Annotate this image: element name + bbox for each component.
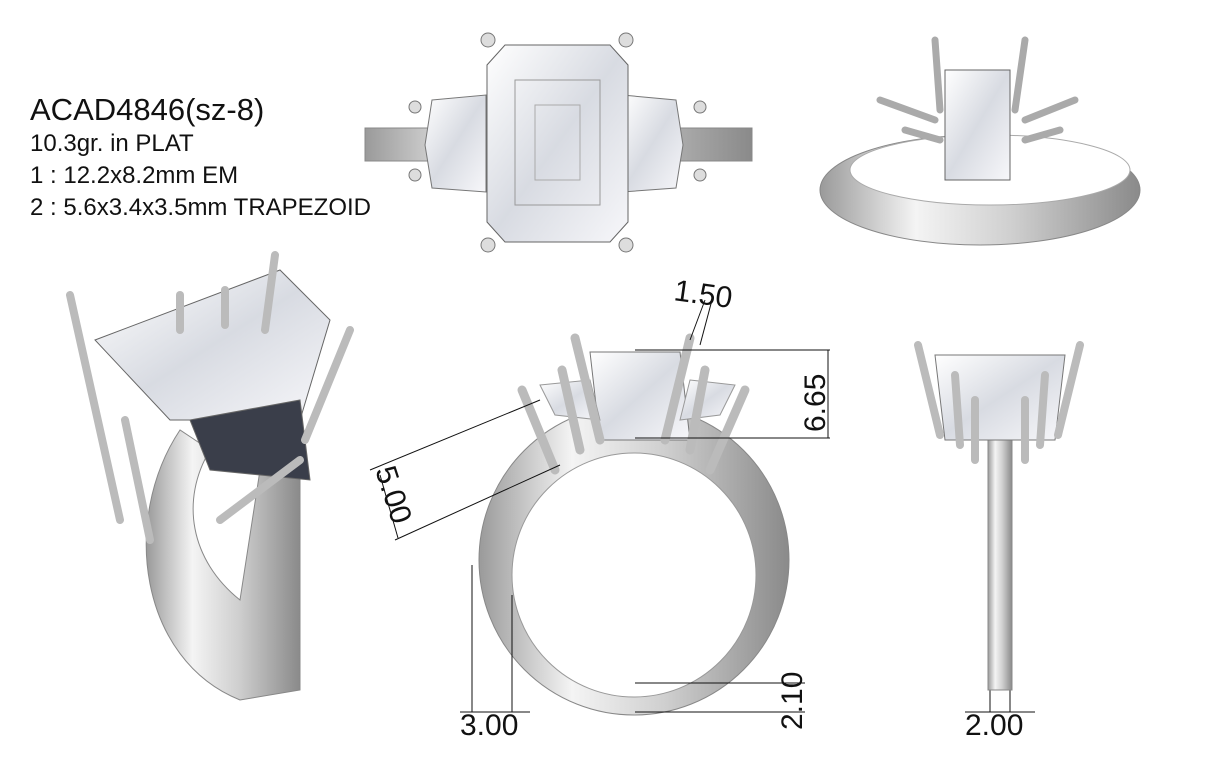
end-view: 2.00 — [914, 341, 1084, 742]
model-title: ACAD4846(sz-8) — [30, 92, 265, 127]
perspective-side-view — [66, 251, 354, 701]
metal-weight: 10.3gr. in PLAT — [30, 130, 194, 157]
side-stone-spec: 2 : 5.6x3.4x3.5mm TRAPEZOID — [30, 194, 372, 221]
dimension-setting-height: 6.65 — [799, 374, 832, 432]
top-view — [364, 32, 753, 253]
dimension-band-side-width: 2.00 — [965, 709, 1023, 742]
dimension-side-height: 5.00 — [368, 462, 417, 528]
dimension-band-thickness: 2.10 — [776, 672, 809, 730]
front-view: 1.50 6.65 5.00 3.00 2.10 — [368, 274, 1035, 742]
dimension-lines — [369, 299, 1035, 713]
center-stone-spec: 1 : 12.2x8.2mm EM — [30, 162, 239, 189]
specification-block: ACAD4846(sz-8) 10.3gr. in PLAT 1 : 12.2x… — [30, 92, 371, 224]
dimension-prong-width: 1.50 — [672, 274, 734, 315]
perspective-top-view — [819, 36, 1141, 246]
dimension-band-bottom-width: 3.00 — [460, 709, 518, 742]
